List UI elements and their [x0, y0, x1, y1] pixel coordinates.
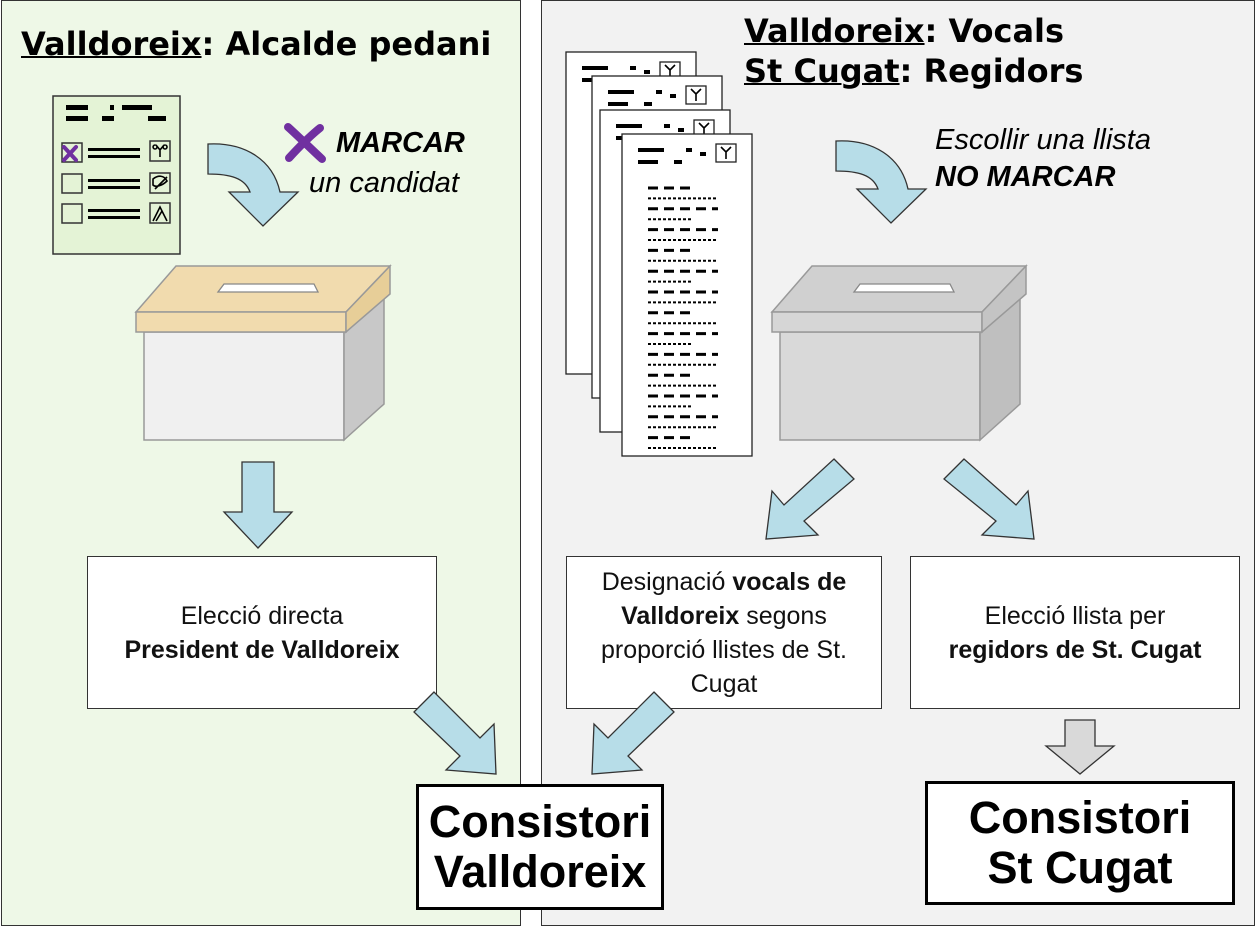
- process-box-vocals: Designació vocals de Valldoreix segons p…: [566, 556, 882, 709]
- process-box-direct-election: Elecció directa President de Valldoreix: [87, 556, 437, 709]
- diag-arrow-icon-right: [943, 458, 1035, 540]
- right-heading-regidors-place: St Cugat: [744, 52, 900, 90]
- curved-arrow-icon-right: [835, 140, 928, 224]
- ballot-box-icon-left: [134, 264, 392, 442]
- regidors-line2: regidors de St. Cugat: [948, 635, 1202, 664]
- ballot-paper-icon: [52, 95, 181, 255]
- vocals-line4: Cugat: [690, 669, 758, 698]
- vocals-line2-b: segons: [739, 601, 827, 630]
- vocals-line1-b: vocals de: [732, 567, 847, 596]
- consistori-stcugat-line1: Consistori: [968, 792, 1192, 843]
- left-heading-place: Valldoreix: [21, 25, 202, 63]
- curved-arrow-icon-left: [207, 143, 300, 227]
- left-heading: Valldoreix: Alcalde pedani: [21, 26, 491, 63]
- vocals-line3: proporció llistes de St.: [601, 635, 847, 664]
- process-direct-line2: President de Valldoreix: [124, 635, 400, 664]
- consistori-valldoreix-box: Consistori Valldoreix: [416, 784, 664, 910]
- consistori-valldoreix-line1: Consistori: [428, 796, 652, 847]
- down-arrow-icon-grey: [1044, 719, 1116, 775]
- purple-x-mark-icon: [284, 123, 326, 163]
- right-heading-vocals-place: Valldoreix: [744, 12, 925, 50]
- list-ballots-stack-icon: [565, 51, 753, 457]
- ballot-box-icon-right: [770, 264, 1028, 442]
- regidors-line1: Elecció llista per: [984, 601, 1166, 630]
- vocals-line2-a: Valldoreix: [621, 601, 740, 630]
- left-instruction-mark: MARCAR: [336, 127, 465, 159]
- vocals-line1-a: Designació: [601, 567, 733, 596]
- diag-arrow-icon-to-valldoreix-left: [413, 691, 497, 775]
- right-heading-regidors: St Cugat: Regidors: [744, 53, 1083, 90]
- consistori-valldoreix-line2: Valldoreix: [433, 846, 647, 897]
- right-instruction-choose: Escollir una llista: [935, 124, 1151, 156]
- vocals-line1: Designació vocals de: [601, 565, 847, 599]
- consistori-stcugat-line2: St Cugat: [987, 842, 1173, 893]
- list-ballot-sheet: [621, 133, 753, 457]
- process-direct-line1: Elecció directa: [180, 601, 344, 630]
- left-instruction-candidate: un candidat: [309, 167, 459, 199]
- right-heading-vocals-rest: : Vocals: [924, 12, 1065, 50]
- right-heading-regidors-rest: : Regidors: [899, 52, 1084, 90]
- right-heading-vocals: Valldoreix: Vocals: [744, 13, 1064, 50]
- right-instruction-no-mark: NO MARCAR: [935, 161, 1116, 193]
- process-box-regidors: Elecció llista per regidors de St. Cugat: [910, 556, 1240, 709]
- down-arrow-icon-left: [222, 461, 294, 549]
- vocals-line2: Valldoreix segons: [601, 599, 847, 633]
- consistori-stcugat-box: Consistori St Cugat: [925, 781, 1235, 905]
- diag-arrow-icon-to-valldoreix-right: [591, 691, 675, 775]
- left-heading-rest: : Alcalde pedani: [201, 25, 492, 63]
- diag-arrow-icon-left: [765, 458, 855, 540]
